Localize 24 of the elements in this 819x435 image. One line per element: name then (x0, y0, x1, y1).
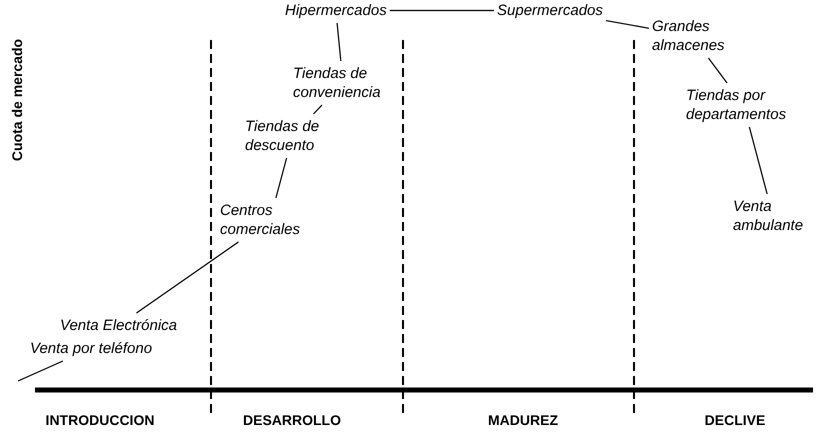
connector-line (336, 22, 342, 62)
retail-format-label: Tiendas por departamentos (686, 86, 788, 124)
connector-line (708, 58, 728, 84)
retail-format-label: Supermercados (497, 1, 603, 20)
phase-label: DECLIVE (704, 412, 766, 428)
connector-line (275, 158, 288, 198)
retail-format-label: Venta ambulante (733, 197, 804, 235)
retail-format-label: Centros comerciales (220, 201, 302, 239)
connector-line (136, 242, 239, 314)
retail-format-label: Venta por teléfono (30, 339, 152, 358)
retail-format-label: Grandes almacenes (652, 17, 726, 55)
axis-title: Cuota de mercado (9, 38, 25, 162)
phase-label: MADUREZ (488, 412, 558, 428)
retail-format-label: Tiendas de descuento (245, 117, 320, 155)
connector-line (313, 104, 322, 114)
connector-line (390, 10, 494, 12)
connector-line (748, 126, 768, 194)
retail-format-label: Hipermercados (285, 1, 387, 20)
retail-format-label: Venta Electrónica (60, 316, 178, 335)
phase-label: INTRODUCCION (46, 412, 154, 428)
retail-format-label: Tiendas de conveniencia (293, 64, 382, 102)
connector-line (18, 360, 64, 382)
phase-label: DESARROLLO (243, 412, 341, 428)
connector-line (606, 20, 650, 29)
